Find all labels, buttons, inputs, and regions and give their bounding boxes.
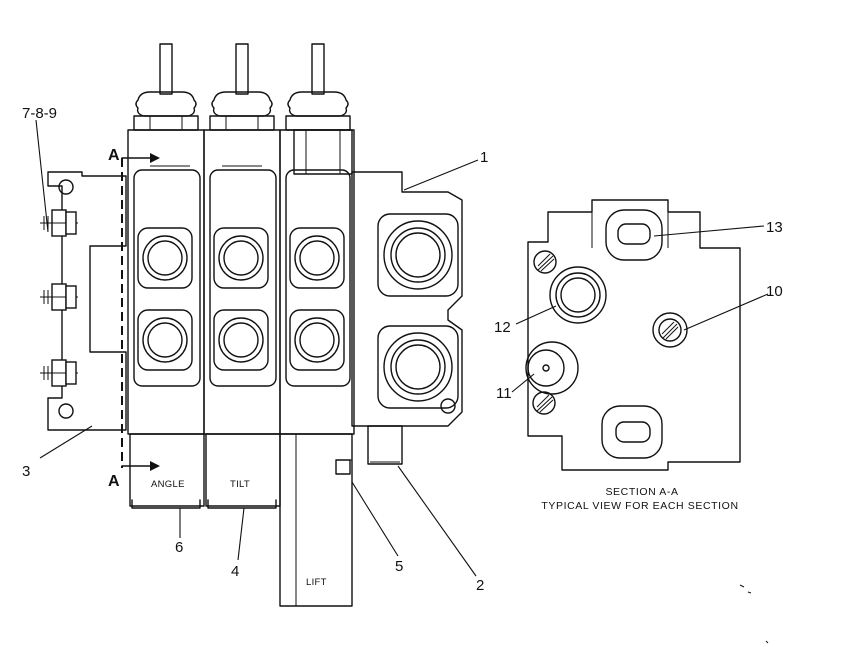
control-valve-assembly [40, 43, 463, 607]
leader-lines-left [35, 119, 479, 577]
plug-upper-left [533, 250, 557, 274]
plug-center-right [652, 312, 688, 348]
label-lift: LIFT [306, 577, 327, 588]
tie-bolt-middle [40, 283, 78, 311]
callout-4: 4 [231, 563, 239, 580]
callout-1: 1 [480, 149, 488, 166]
boot-tilt [209, 43, 275, 131]
callout-2: 2 [476, 577, 484, 594]
tie-bolt-lower [40, 359, 78, 387]
section-cut-line [121, 153, 160, 471]
label-tilt: TILT [230, 479, 250, 490]
label-angle: ANGLE [151, 479, 185, 490]
boot-angle [133, 43, 199, 131]
section-tilt [203, 129, 281, 509]
tie-bolt-upper [40, 209, 78, 237]
caption-line-2: TYPICAL VIEW FOR EACH SECTION [541, 500, 738, 512]
caption-line-1: SECTION A-A [605, 486, 678, 498]
section-a-a-view [525, 199, 741, 471]
callout-6: 6 [175, 539, 183, 556]
callout-7-8-9: 7-8-9 [22, 105, 57, 122]
section-mark-bottom: A [108, 473, 120, 490]
callout-13: 13 [766, 219, 783, 236]
callout-3: 3 [22, 463, 30, 480]
boot-lift [285, 43, 353, 175]
leader-lines-right [511, 225, 769, 393]
callout-5: 5 [395, 558, 403, 575]
outlet-end-housing [351, 171, 463, 465]
scan-specks [739, 584, 769, 644]
callout-11: 11 [496, 385, 512, 402]
callout-12: 12 [494, 319, 511, 336]
callout-10: 10 [766, 283, 783, 300]
plug-lower-left [532, 391, 556, 415]
section-mark-top: A [108, 147, 120, 164]
section-lift [279, 129, 355, 607]
end-cover-plate [47, 171, 127, 431]
section-angle [127, 129, 205, 509]
